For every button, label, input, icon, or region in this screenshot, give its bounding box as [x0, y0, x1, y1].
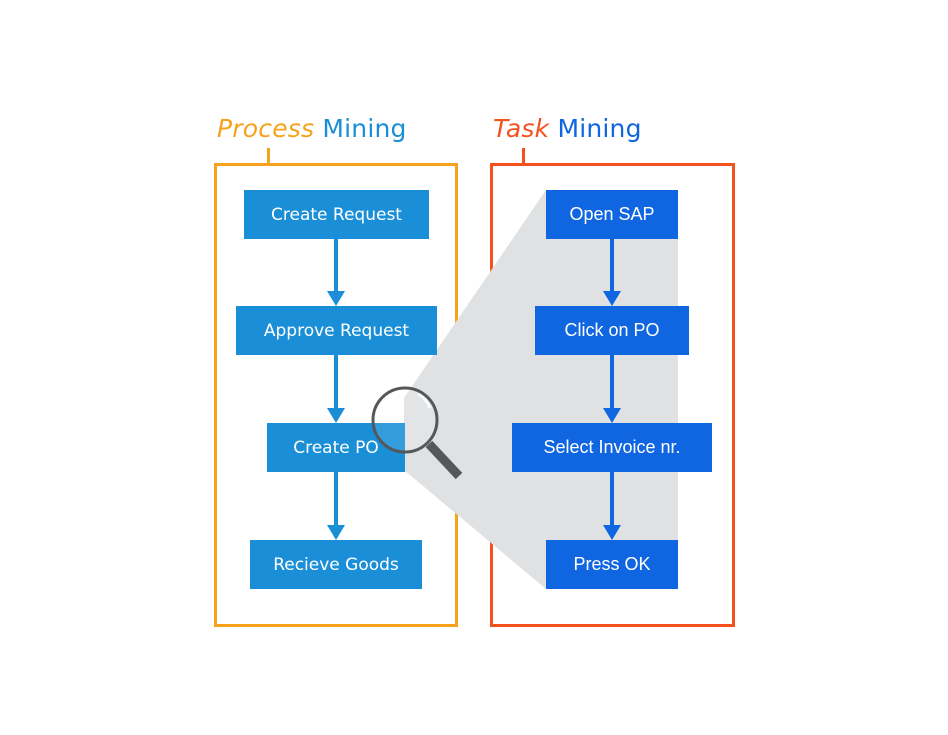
process-step-recieve-goods: Recieve Goods [250, 540, 422, 589]
process-step-create-po: Create PO [267, 423, 405, 472]
process-mining-bracket-stub [267, 148, 270, 165]
arrow-open-sap-to-click-on-po [603, 239, 621, 306]
arrow-create-request-to-approve-request [327, 239, 345, 306]
task-mining-title: Task Mining [493, 114, 642, 143]
process-step-label: Approve Request [263, 320, 410, 341]
task-mining-bracket-stub [522, 148, 525, 165]
task-step-label: Open SAP [569, 204, 655, 224]
process-step-approve-request: Approve Request [236, 306, 437, 355]
process-step-label: Recieve Goods [273, 554, 399, 575]
arrow-approve-request-to-create-po [327, 355, 345, 423]
task-step-open-sap: Open SAP [546, 190, 678, 239]
magnifier-glare [417, 392, 432, 409]
task-step-select-invoice: Select Invoice nr. [512, 423, 712, 472]
task-step-click-on-po: Click on PO [535, 306, 689, 355]
task-step-label: Click on PO [564, 320, 660, 340]
zoom-cone [404, 190, 678, 589]
task-step-label: Press OK [573, 554, 651, 574]
task-step-label: Select Invoice nr. [543, 437, 681, 457]
arrow-click-on-po-to-select-invoice [603, 355, 621, 423]
process-mining-title-emphasis: Process [217, 114, 315, 143]
arrow-select-invoice-to-press-ok [603, 472, 621, 540]
process-step-label: Create PO [293, 437, 379, 458]
process-step-label: Create Request [271, 204, 402, 225]
process-mining-title-rest: Mining [322, 114, 407, 143]
process-step-create-request: Create Request [244, 190, 429, 239]
arrow-create-po-to-recieve-goods [327, 472, 345, 540]
magnifier-lens [371, 386, 439, 454]
task-step-press-ok: Press OK [546, 540, 678, 589]
process-mining-title: Process Mining [217, 114, 407, 143]
task-mining-title-rest: Mining [557, 114, 642, 143]
magnifier-handle [425, 440, 463, 480]
task-mining-title-emphasis: Task [493, 114, 550, 143]
